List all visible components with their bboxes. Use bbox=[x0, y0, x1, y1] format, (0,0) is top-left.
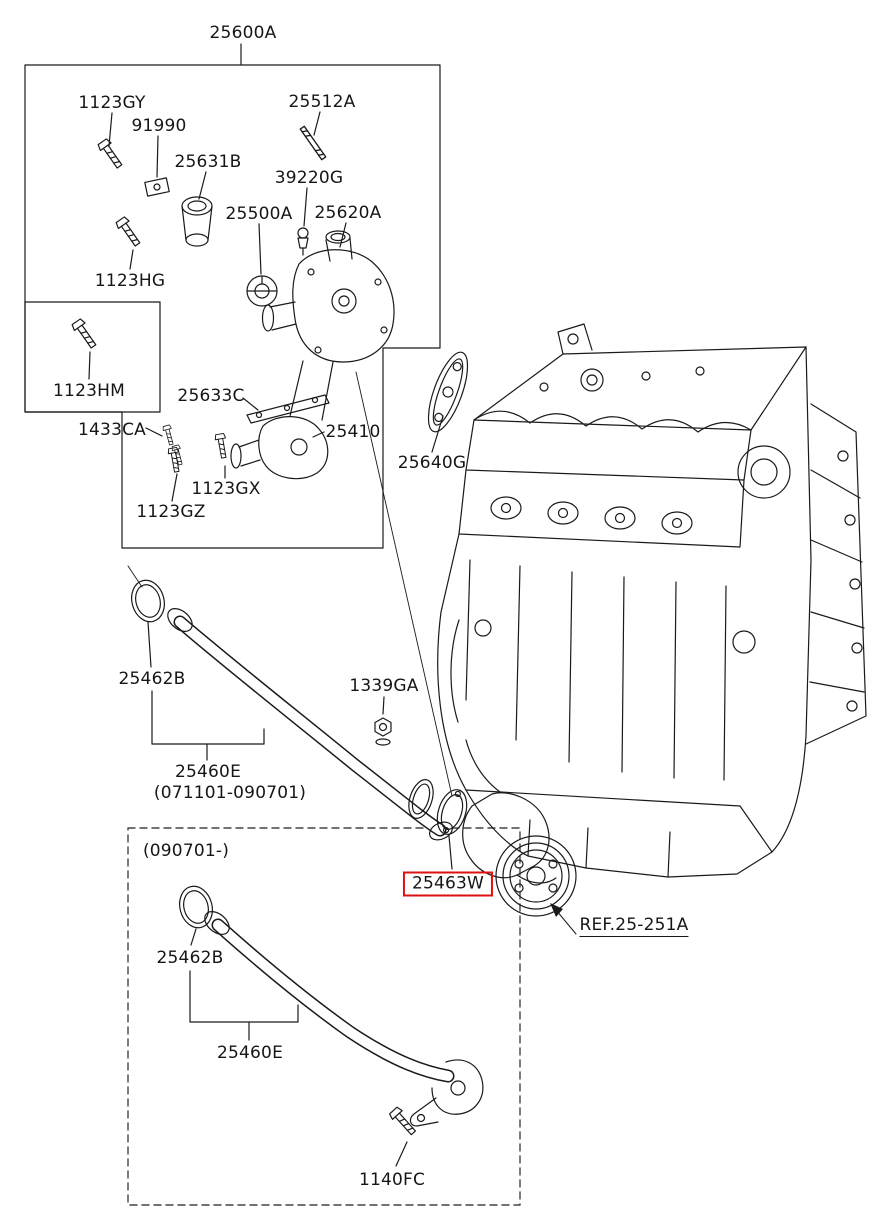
reference-label-25-251A[interactable]: REF.25-251A bbox=[579, 915, 689, 937]
part-label-1123GY[interactable]: 1123GY bbox=[78, 93, 146, 113]
reference-arrow bbox=[550, 903, 577, 935]
gasket-25633C-drawing bbox=[246, 394, 330, 424]
part-label-1339GA[interactable]: 1339GA bbox=[349, 676, 419, 696]
gasket-25640G-drawing bbox=[427, 351, 469, 433]
part-label-25460E-a[interactable]: 25460E bbox=[174, 762, 242, 782]
part-label-25631B[interactable]: 25631B bbox=[174, 152, 242, 172]
part-label-25640G[interactable]: 25640G bbox=[397, 453, 467, 473]
part-label-91990[interactable]: 91990 bbox=[131, 116, 187, 136]
part-label-1123HM[interactable]: 1123HM bbox=[53, 381, 125, 401]
date-range-b: (090701-) bbox=[142, 841, 230, 861]
stud-25512A-drawing bbox=[299, 125, 327, 161]
pipe-25460E-a-drawing bbox=[167, 608, 453, 841]
part-label-1123HG[interactable]: 1123HG bbox=[94, 271, 166, 291]
leader-lines bbox=[88, 43, 453, 1167]
pipe-25460E-b-drawing bbox=[204, 911, 484, 1127]
part-label-25410[interactable]: 25410 bbox=[325, 422, 381, 442]
part-label-1123GX[interactable]: 1123GX bbox=[191, 479, 261, 499]
dashed-group-box-090701 bbox=[127, 827, 521, 1206]
part-label-1433CA[interactable]: 1433CA bbox=[78, 420, 146, 440]
date-range-a: (071101-090701) bbox=[153, 783, 307, 803]
group-box-25600A bbox=[24, 64, 441, 549]
part-label-25512A[interactable]: 25512A bbox=[288, 92, 356, 112]
part-label-25620A[interactable]: 25620A bbox=[314, 203, 382, 223]
part-label-25462B-a[interactable]: 25462B bbox=[118, 669, 186, 689]
bolt-1123HM-drawing bbox=[70, 317, 100, 351]
bolt-1123HG-drawing bbox=[114, 215, 144, 249]
bolt-1140FC-drawing bbox=[387, 1105, 419, 1138]
water-pump-drawing bbox=[462, 792, 577, 917]
part-label-39220G[interactable]: 39220G bbox=[274, 168, 344, 188]
oring-25462B-b-drawing bbox=[174, 881, 218, 933]
subgroup-box-1123HM bbox=[24, 301, 161, 413]
part-label-1123GZ[interactable]: 1123GZ bbox=[136, 502, 206, 522]
bracket-91990-drawing bbox=[144, 177, 170, 197]
oring-25462B-a-drawing bbox=[126, 575, 170, 627]
bolt-1433CA-drawing bbox=[161, 424, 176, 447]
bolt-1123GY-drawing bbox=[96, 137, 126, 171]
fastener-drawings bbox=[70, 125, 419, 1138]
bolt-1123GX-drawing bbox=[214, 432, 230, 460]
part-label-1140FC[interactable]: 1140FC bbox=[358, 1170, 426, 1190]
selected-part-label-25463W[interactable]: 25463W bbox=[402, 871, 494, 897]
pump-gasket-25463W-drawing bbox=[408, 779, 468, 835]
engine-block-drawing bbox=[437, 323, 867, 878]
part-label-25500A[interactable]: 25500A bbox=[225, 204, 293, 224]
part-label-25600A[interactable]: 25600A bbox=[209, 23, 277, 43]
thermostat-assembly-drawing bbox=[144, 177, 395, 480]
part-label-25462B-b[interactable]: 25462B bbox=[156, 948, 224, 968]
part-label-25633C[interactable]: 25633C bbox=[177, 386, 245, 406]
nut-1339GA-drawing bbox=[374, 717, 392, 746]
part-label-25460E-b[interactable]: 25460E bbox=[216, 1043, 284, 1063]
